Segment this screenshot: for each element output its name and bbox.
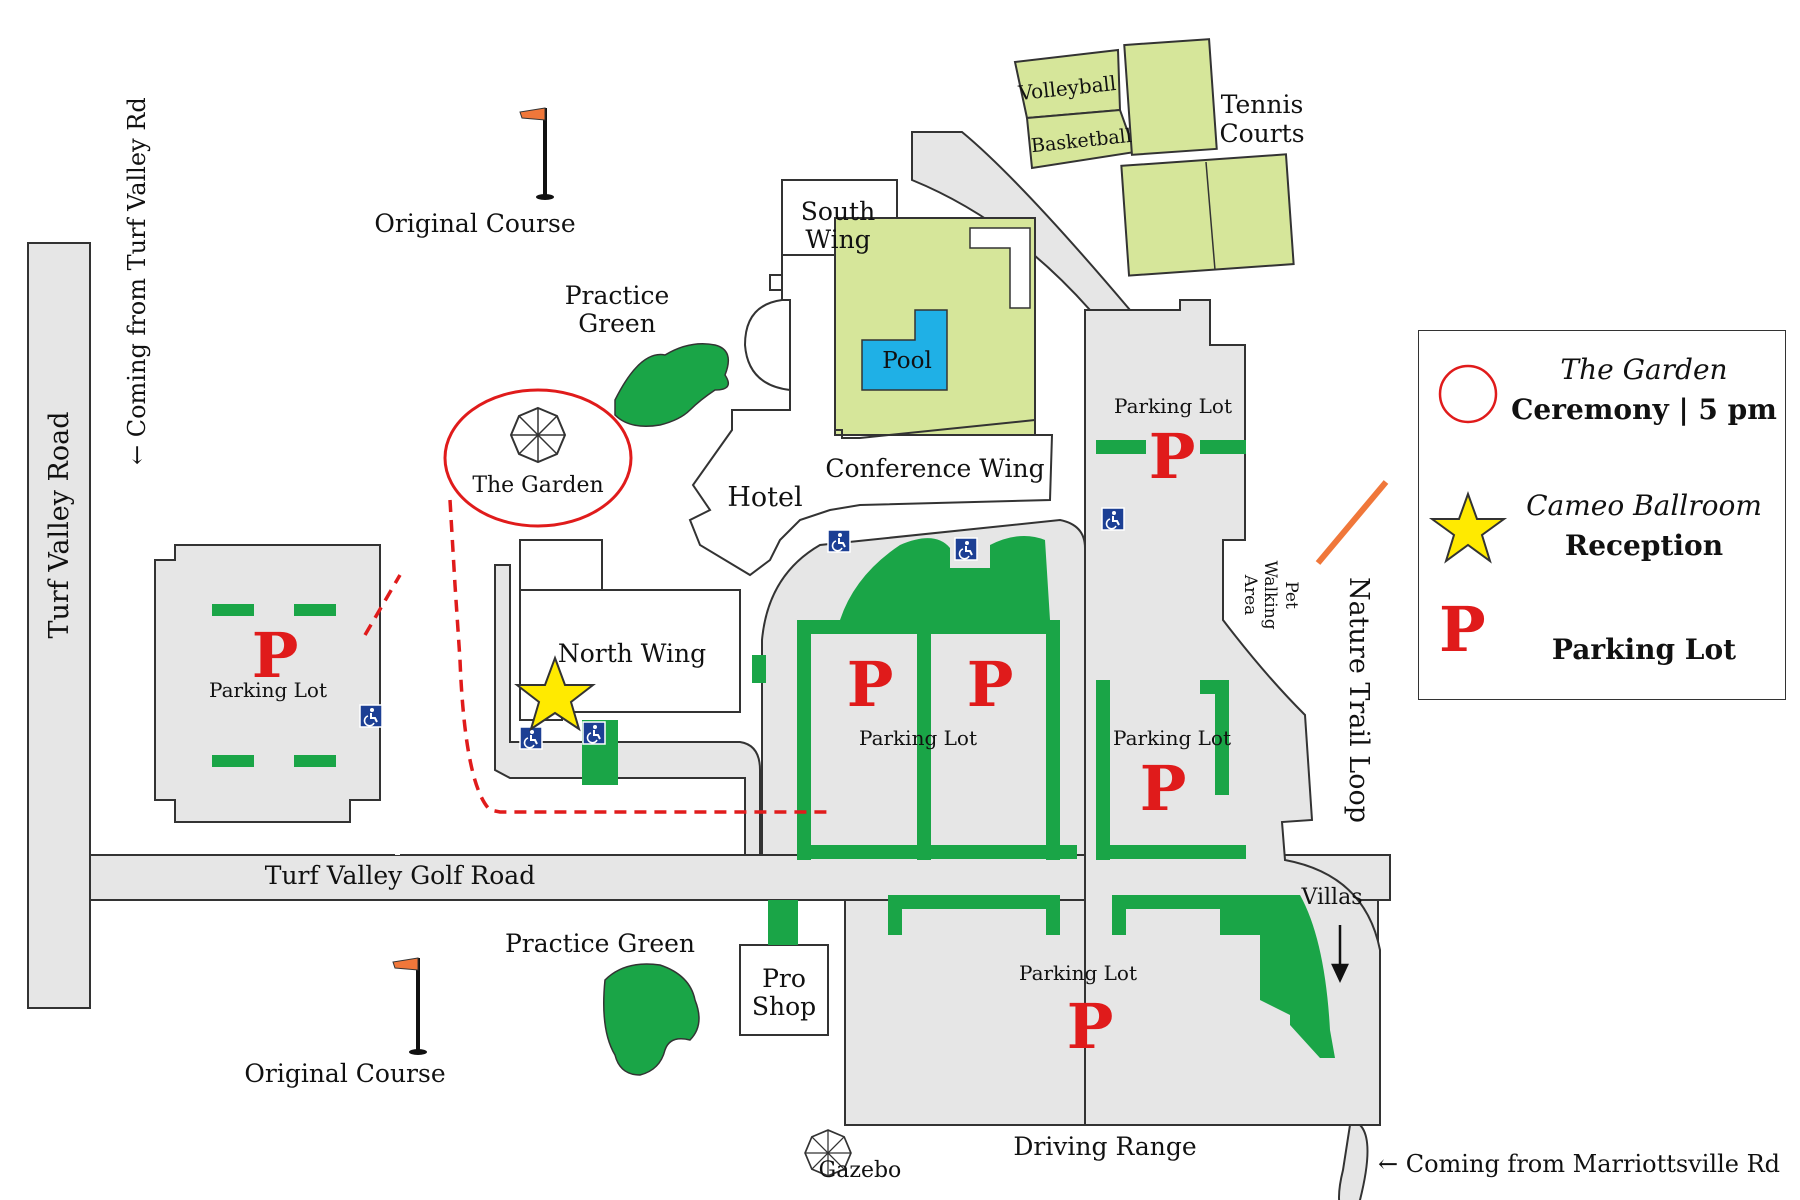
pro-shop-lane [395,520,400,855]
legend-garden-sub: Ceremony | 5 pm [1511,393,1777,426]
driving-range-label: Driving Range [1013,1132,1196,1161]
lawn-notch [969,227,1031,309]
parking-p: P [1140,752,1187,825]
parking-lot-label: Parking Lot [1114,394,1232,418]
pet-label-1: Pet [1281,581,1301,609]
legend-ballroom-title: Cameo Ballroom [1526,489,1762,522]
legend-ballroom-sub: Reception [1564,529,1724,562]
hotel-label: Hotel [727,482,802,513]
legend-garden-title: The Garden [1560,353,1728,386]
pro-shop-label-2: Shop [752,992,816,1021]
practice-green-south [603,963,700,1076]
east-road [1084,299,1381,1200]
practice-green-label-top-1: Practice [565,281,670,310]
parking-p: P [967,648,1014,721]
green-island-villas [1232,895,1335,1058]
original-course-label-top: Original Course [374,209,575,238]
green-island-north [840,536,1050,620]
pet-label-2: Walking [1260,560,1280,629]
turf-valley-rd-arrow-label: ← Coming from Turf Valley Rd [123,97,151,465]
parking-stripes [212,440,1335,1058]
parking-lot-label: Parking Lot [1019,961,1137,985]
accessible-parking-icon [582,721,606,745]
parking-p: P [1067,990,1114,1063]
turf-valley-road-label: Turf Valley Road [44,411,75,638]
accessible-parking-icon [827,529,851,553]
pro-shop-label-1: Pro [762,964,806,993]
accessible-parking-icon [359,704,383,728]
tennis-court-bottom [1120,153,1295,277]
south-wing-label-2: Wing [805,225,870,254]
the-garden-label: The Garden [472,473,603,498]
hotel-outline [688,180,1054,577]
walking-route [363,499,830,814]
star-icon [514,655,596,732]
turf-valley-road [27,242,91,1009]
turf-valley-golf-road-label: Turf Valley Golf Road [265,861,535,890]
pro-shop [739,944,829,1036]
legend-symbols [1428,364,1508,564]
pool [861,309,948,391]
south-wing-label-1: South [801,197,875,226]
south-wing-complex [781,179,1036,436]
accessible-parking-icon [954,537,978,561]
hotel-west-curve [743,299,791,391]
parking-lot-label: Parking Lot [209,678,327,702]
golf-flag-icon [392,957,427,1055]
map-legend: The Garden Ceremony | 5 pm Cameo Ballroo… [1418,330,1786,700]
star-icon [1428,491,1508,564]
pool-label: Pool [882,348,932,374]
hotel-west-stair [769,274,782,291]
parking-p: P [252,619,299,692]
hotel-buildings [688,180,1054,577]
practice-green-label-bottom: Practice Green [505,929,695,958]
accessible-parking-icon [519,726,543,750]
practice-green-label-top-2: Green [578,309,656,338]
parking-p: P [1149,420,1196,493]
legend-parking-sub: Parking Lot [1551,633,1737,666]
garden-symbol-icon [1438,364,1498,424]
accessible-parking-icon [1101,507,1125,531]
practice-green-north [614,343,730,427]
tennis-court-top [1123,38,1218,156]
parking-lot-label: Parking Lot [859,726,977,750]
conference-wing-label: Conference Wing [825,454,1044,483]
parking-lot-label: Parking Lot [1113,726,1231,750]
legend-parking-symbol: P [1439,593,1486,666]
north-wing-annex [519,539,603,591]
pet-walk-path [1315,480,1389,565]
sports-courts [1013,38,1295,277]
tennis-label-1: Tennis [1221,90,1304,119]
driveway-north-wing [494,564,761,856]
pet-label-3: Area [1240,574,1260,616]
golf-flag-icon [519,107,554,200]
villas-label: Villas [1300,885,1362,910]
original-course-label-bottom: Original Course [244,1059,445,1088]
tennis-net [1205,161,1216,271]
parking-p: P [847,648,894,721]
gazebo-label: Gazebo [819,1158,902,1183]
marriottsville-arrow-label: ← Coming from Marriottsville Rd [1378,1150,1780,1178]
garden-highlight [443,388,633,528]
arrow-down-icon [1331,925,1349,983]
umbrella-icon [510,407,566,463]
nature-trail-label: Nature Trail Loop [1343,577,1374,823]
tennis-label-2: Courts [1219,119,1304,148]
north-wing-label: North Wing [558,639,706,668]
